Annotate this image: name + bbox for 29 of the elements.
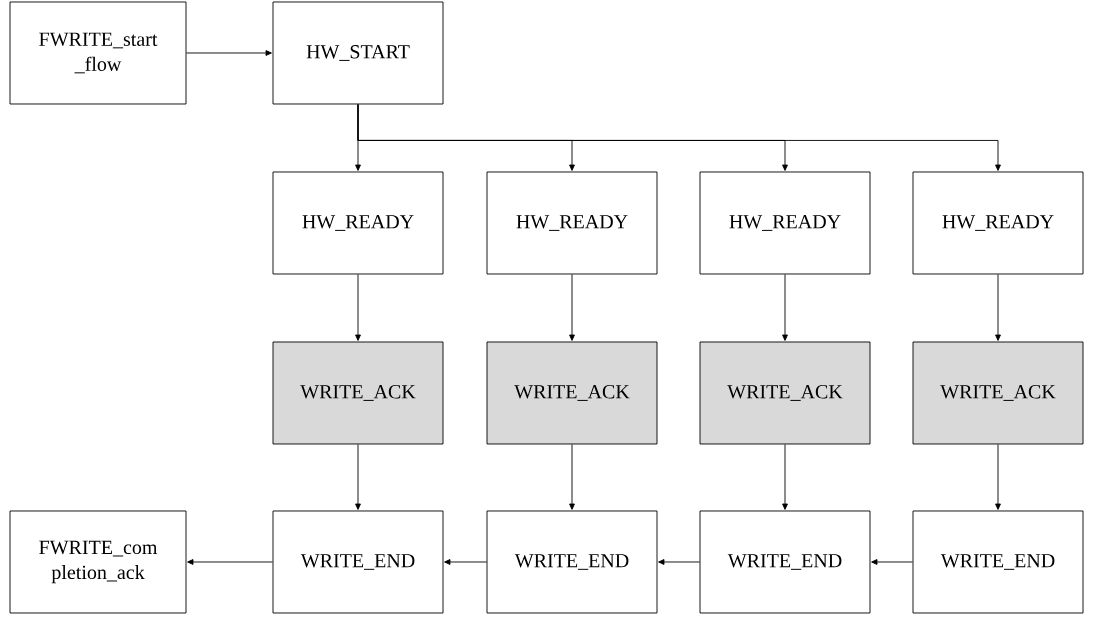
start-box: FWRITE_start _flow bbox=[9, 1, 187, 105]
arrow bbox=[357, 104, 1001, 171]
arrow bbox=[782, 274, 788, 341]
arrow bbox=[782, 444, 788, 510]
process-box: HW_START bbox=[272, 1, 444, 105]
arrow bbox=[444, 559, 487, 565]
arrow bbox=[569, 274, 575, 341]
arrow bbox=[187, 559, 273, 565]
arrow bbox=[355, 274, 361, 341]
process-box: HW_READY bbox=[272, 171, 444, 275]
process-box: WRITE_END bbox=[699, 510, 871, 614]
arrow bbox=[569, 444, 575, 510]
arrow bbox=[995, 444, 1001, 510]
arrow bbox=[658, 559, 700, 565]
process-box: WRITE_ACK bbox=[699, 341, 871, 445]
process-box: WRITE_END bbox=[272, 510, 444, 614]
arrow bbox=[186, 50, 272, 56]
process-box: HW_READY bbox=[912, 171, 1084, 275]
process-box: WRITE_ACK bbox=[272, 341, 444, 445]
end-box: FWRITE_com pletion_ack bbox=[9, 510, 187, 614]
process-box: HW_READY bbox=[699, 171, 871, 275]
arrow bbox=[995, 274, 1001, 341]
process-box: HW_READY bbox=[486, 171, 658, 275]
process-box: WRITE_END bbox=[486, 510, 658, 614]
process-box: WRITE_ACK bbox=[486, 341, 658, 445]
arrow bbox=[355, 444, 361, 510]
process-box: WRITE_END bbox=[912, 510, 1084, 614]
arrow bbox=[871, 559, 913, 565]
process-box: WRITE_ACK bbox=[912, 341, 1084, 445]
